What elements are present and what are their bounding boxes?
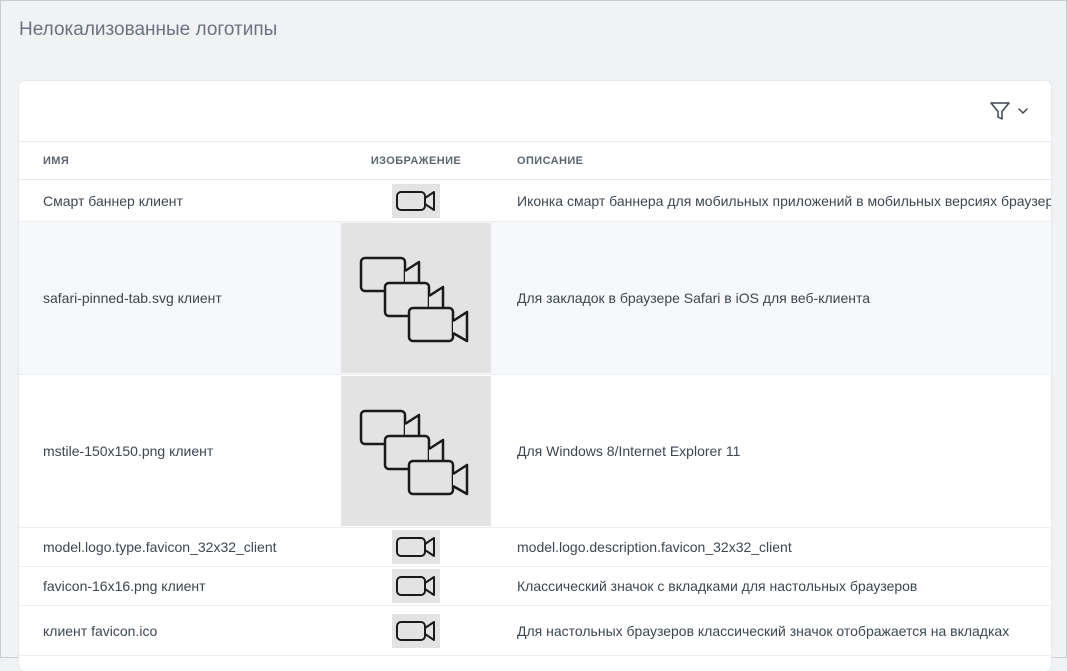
logos-table: ИМЯ ИЗОБРАЖЕНИЕ ОПИСАНИЕ Смарт баннер кл… bbox=[19, 142, 1051, 656]
row-image-cell bbox=[331, 566, 501, 606]
row-name: safari-pinned-tab.svg клиент bbox=[19, 221, 331, 375]
logos-card: ИМЯ ИЗОБРАЖЕНИЕ ОПИСАНИЕ Смарт баннер кл… bbox=[19, 81, 1051, 671]
column-header-image[interactable]: ИЗОБРАЖЕНИЕ bbox=[331, 142, 501, 180]
row-name: favicon-16x16.png клиент bbox=[19, 566, 331, 606]
table-header-row: ИМЯ ИЗОБРАЖЕНИЕ ОПИСАНИЕ bbox=[19, 142, 1051, 180]
column-header-description[interactable]: ОПИСАНИЕ bbox=[501, 142, 1051, 180]
row-name: Смарт баннер клиент bbox=[19, 179, 331, 222]
filter-icon bbox=[989, 100, 1011, 122]
row-image-cell bbox=[331, 527, 501, 567]
video-camera-icon bbox=[392, 613, 440, 648]
row-description: Для закладок в браузере Safari в iOS для… bbox=[501, 221, 1051, 375]
row-description: Иконка смарт баннера для мобильных прило… bbox=[501, 179, 1051, 222]
row-image-cell bbox=[331, 179, 501, 222]
video-camera-stack-icon bbox=[341, 376, 491, 526]
chevron-down-icon bbox=[1017, 105, 1029, 117]
table-row[interactable]: favicon-16x16.png клиент Классический зн… bbox=[19, 566, 1051, 606]
page-title: Нелокализованные логотипы bbox=[19, 19, 278, 40]
video-camera-icon bbox=[392, 530, 440, 564]
table-row[interactable]: Смарт баннер клиент Иконка смарт баннера… bbox=[19, 179, 1051, 222]
video-camera-stack-icon bbox=[341, 223, 491, 373]
row-description: Классический значок с вкладками для наст… bbox=[501, 566, 1051, 606]
row-image-cell bbox=[331, 605, 501, 656]
table-row[interactable]: mstile-150x150.png клиент bbox=[19, 374, 1051, 528]
row-name: клиент favicon.ico bbox=[19, 605, 331, 656]
row-description: Для настольных браузеров классический зн… bbox=[501, 605, 1051, 656]
row-image-cell bbox=[331, 221, 501, 375]
row-name: model.logo.type.favicon_32x32_client bbox=[19, 527, 331, 567]
row-description: model.logo.description.favicon_32x32_cli… bbox=[501, 527, 1051, 567]
video-camera-icon bbox=[392, 183, 440, 218]
row-name: mstile-150x150.png клиент bbox=[19, 374, 331, 528]
table-row[interactable]: safari-pinned-tab.svg клиент bbox=[19, 221, 1051, 375]
table-row[interactable]: model.logo.type.favicon_32x32_client mod… bbox=[19, 527, 1051, 567]
video-camera-icon bbox=[392, 569, 440, 603]
row-description: Для Windows 8/Internet Explorer 11 bbox=[501, 374, 1051, 528]
row-image-cell bbox=[331, 374, 501, 528]
card-toolbar bbox=[19, 81, 1051, 142]
filter-dropdown-button[interactable] bbox=[989, 100, 1029, 122]
table-row[interactable]: клиент favicon.ico Для настольных браузе… bbox=[19, 605, 1051, 656]
column-header-name[interactable]: ИМЯ bbox=[19, 142, 331, 180]
